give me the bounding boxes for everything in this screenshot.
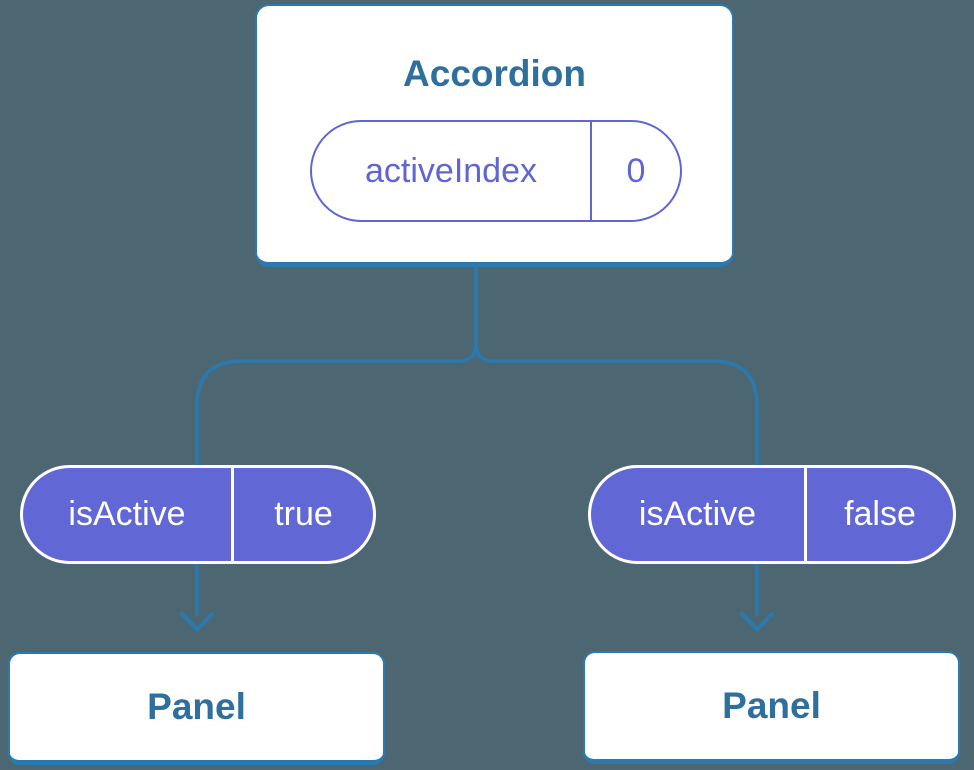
prop-pill-left-label: isActive — [68, 495, 186, 533]
panel-node-left-title: Panel — [147, 686, 246, 727]
prop-pill-right-value: false — [804, 468, 953, 561]
connector-right-branch — [474, 262, 759, 616]
panel-node-right-title: Panel — [722, 685, 821, 726]
panel-node-right: Panel — [583, 651, 960, 764]
accordion-node: Accordion activeIndex 0 — [255, 4, 734, 267]
prop-pill-right: isActive false — [588, 465, 956, 564]
prop-pill-left: isActive true — [20, 465, 376, 564]
panel-node-left: Panel — [8, 652, 385, 765]
state-pill-value: 0 — [590, 122, 680, 220]
prop-pill-left-value: true — [231, 468, 373, 561]
state-pill: activeIndex 0 — [310, 120, 682, 222]
right-arrow-down-icon — [740, 612, 774, 632]
state-pill-label: activeIndex — [365, 151, 537, 190]
connector-left-branch — [195, 262, 478, 616]
accordion-node-title: Accordion — [403, 53, 586, 94]
left-arrow-down-icon — [180, 612, 214, 632]
prop-pill-right-label: isActive — [638, 495, 757, 533]
